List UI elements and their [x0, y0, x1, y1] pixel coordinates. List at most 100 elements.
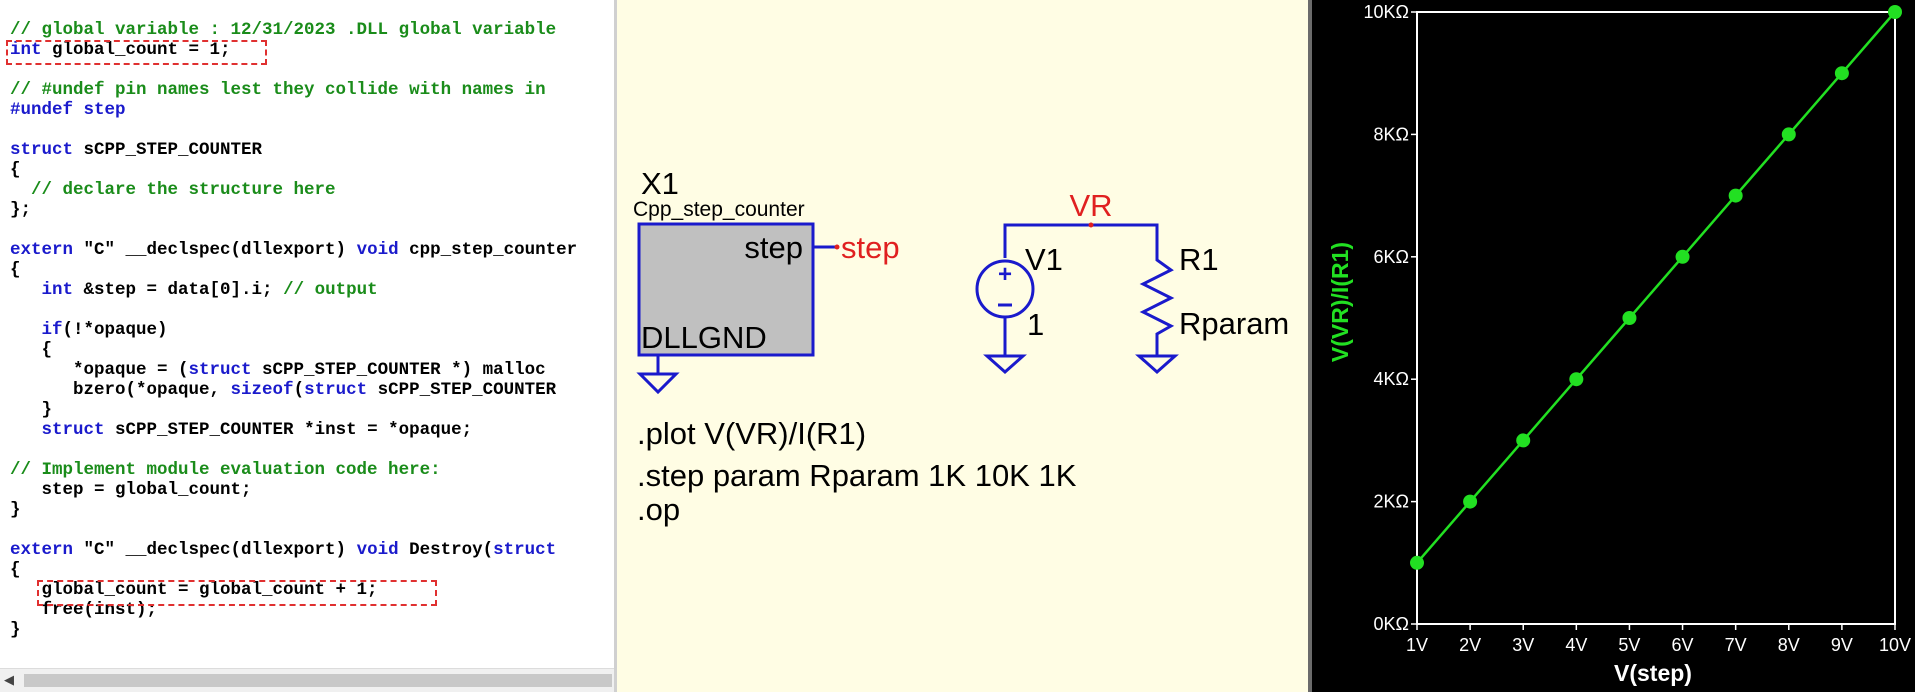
x-tick-label: 1V: [1406, 635, 1428, 655]
net-label-vr[interactable]: VR: [1069, 188, 1112, 223]
code-token: *opaque = (: [10, 360, 189, 380]
ground-symbol-v1: [983, 354, 1027, 375]
code-line[interactable]: step = global_count;: [10, 480, 252, 500]
code-line[interactable]: // #undef pin names lest they collide wi…: [10, 80, 546, 100]
code-line[interactable]: int global_count = 1;: [10, 40, 231, 60]
data-point: [1834, 66, 1849, 81]
y-tick-label: 10KΩ: [1364, 2, 1409, 22]
resistor-r1[interactable]: [1139, 247, 1175, 356]
code-token: "C" __declspec(dllexport): [73, 240, 357, 260]
x-tick-label: 3V: [1512, 635, 1534, 655]
code-token: sCPP_STEP_COUNTER: [367, 380, 557, 400]
code-line[interactable]: bzero(*opaque, sizeof(struct sCPP_STEP_C…: [10, 380, 556, 400]
code-token: [10, 320, 42, 340]
net-label-step[interactable]: step: [841, 230, 900, 265]
dll-component-box[interactable]: [637, 222, 815, 357]
code-token: };: [10, 200, 32, 220]
vr-wire: [1003, 223, 1159, 258]
code-line[interactable]: // Implement module evaluation code here…: [10, 460, 441, 480]
x-tick-label: 10V: [1879, 635, 1911, 655]
component-name: Cpp_step_counter: [633, 198, 805, 221]
code-token: sCPP_STEP_COUNTER *) malloc: [251, 360, 546, 380]
instance-name: X1: [641, 166, 679, 201]
code-token: struct: [304, 380, 368, 400]
data-point: [1463, 494, 1478, 509]
x-tick-label: 4V: [1565, 635, 1587, 655]
code-line[interactable]: }: [10, 620, 21, 640]
code-line[interactable]: {: [10, 560, 21, 580]
scrollbar-thumb[interactable]: [24, 674, 612, 687]
y-axis-label: V(VR)/I(R1): [1327, 242, 1353, 362]
data-point: [1888, 5, 1902, 19]
code-line[interactable]: };: [10, 200, 31, 220]
code-line[interactable]: struct sCPP_STEP_COUNTER *inst = *opaque…: [10, 420, 473, 440]
plot-series: [1410, 5, 1902, 570]
code-token: struct: [10, 140, 74, 160]
series-line: [1416, 11, 1896, 564]
pane-separator[interactable]: [1308, 0, 1312, 692]
horizontal-scrollbar[interactable]: ◀: [0, 668, 614, 692]
code-line[interactable]: int &step = data[0].i; // output: [10, 280, 378, 300]
code-line[interactable]: // declare the structure here: [10, 180, 336, 200]
code-line[interactable]: extern "C" __declspec(dllexport) void cp…: [10, 240, 577, 260]
y-tick-label: 2KΩ: [1374, 492, 1409, 512]
code-line[interactable]: *opaque = (struct sCPP_STEP_COUNTER *) m…: [10, 360, 546, 380]
code-token: global_count = global_count + 1;: [10, 580, 378, 600]
x-tick-label: 2V: [1459, 635, 1481, 655]
y-tick-label: 4KΩ: [1374, 369, 1409, 389]
pin-step-label: step: [744, 230, 803, 265]
data-point: [1622, 311, 1637, 325]
code-line[interactable]: }: [10, 500, 21, 520]
directive-op[interactable]: .op: [637, 492, 681, 527]
schematic-editor[interactable]: X1 Cpp_step_counter step DLLGND step VR …: [614, 0, 1308, 692]
vr-net-dot: [1088, 222, 1094, 228]
data-point: [1728, 188, 1743, 203]
x-tick-label: 7V: [1725, 635, 1747, 655]
code-token: &step = data[0].i;: [73, 280, 284, 300]
code-token: struct: [493, 540, 557, 560]
code-line[interactable]: extern "C" __declspec(dllexport) void De…: [10, 540, 556, 560]
data-point: [1516, 433, 1531, 448]
ground-symbol-x1: [636, 372, 680, 395]
highlight-global-count-increment: [37, 580, 437, 606]
code-line[interactable]: if(!*opaque): [10, 320, 168, 340]
code-line[interactable]: struct sCPP_STEP_COUNTER: [10, 140, 262, 160]
schematic-canvas[interactable]: X1 Cpp_step_counter step DLLGND step VR …: [617, 0, 1308, 692]
code-token: sizeof: [230, 380, 294, 400]
data-point: [1569, 372, 1584, 387]
code-token: void: [356, 540, 399, 560]
code-token: int: [41, 280, 74, 300]
code-token: }: [10, 500, 21, 520]
code-line[interactable]: #undef step: [10, 100, 126, 120]
y-tick-label: 0KΩ: [1374, 614, 1409, 634]
x-axis-label: V(step): [1614, 660, 1692, 686]
y-tick-label: 6KΩ: [1374, 247, 1409, 267]
code-line[interactable]: {: [10, 160, 21, 180]
code-token: step = global_count;: [10, 480, 252, 500]
code-token: // global variable : 12/31/2023 .DLL glo…: [10, 20, 557, 40]
directive-step[interactable]: .step param Rparam 1K 10K 1K: [637, 458, 1077, 493]
code-line[interactable]: }: [10, 400, 53, 420]
code-editor[interactable]: // global variable : 12/31/2023 .DLL glo…: [0, 0, 614, 692]
plot-axes: [1416, 11, 1896, 625]
code-token: // output: [283, 280, 378, 300]
code-line[interactable]: {: [10, 260, 21, 280]
voltage-source-v1[interactable]: [975, 259, 1035, 319]
directive-plot[interactable]: .plot V(VR)/I(R1): [637, 416, 867, 451]
x-tick-label: 8V: [1778, 635, 1800, 655]
code-token: extern: [10, 540, 74, 560]
step-net-dot: [834, 244, 840, 250]
x-tick-label: 6V: [1672, 635, 1694, 655]
plot-frame: [1416, 11, 1896, 625]
code-line[interactable]: global_count = global_count + 1;: [10, 580, 378, 600]
code-line[interactable]: {: [10, 340, 53, 360]
scroll-left-arrow-icon[interactable]: ◀: [4, 673, 14, 688]
code-token: {: [10, 160, 21, 180]
code-token: Destroy(: [398, 540, 494, 560]
code-token: // Implement module evaluation code here…: [10, 460, 441, 480]
code-token: #undef step: [10, 100, 126, 120]
code-line[interactable]: // global variable : 12/31/2023 .DLL glo…: [10, 20, 556, 40]
